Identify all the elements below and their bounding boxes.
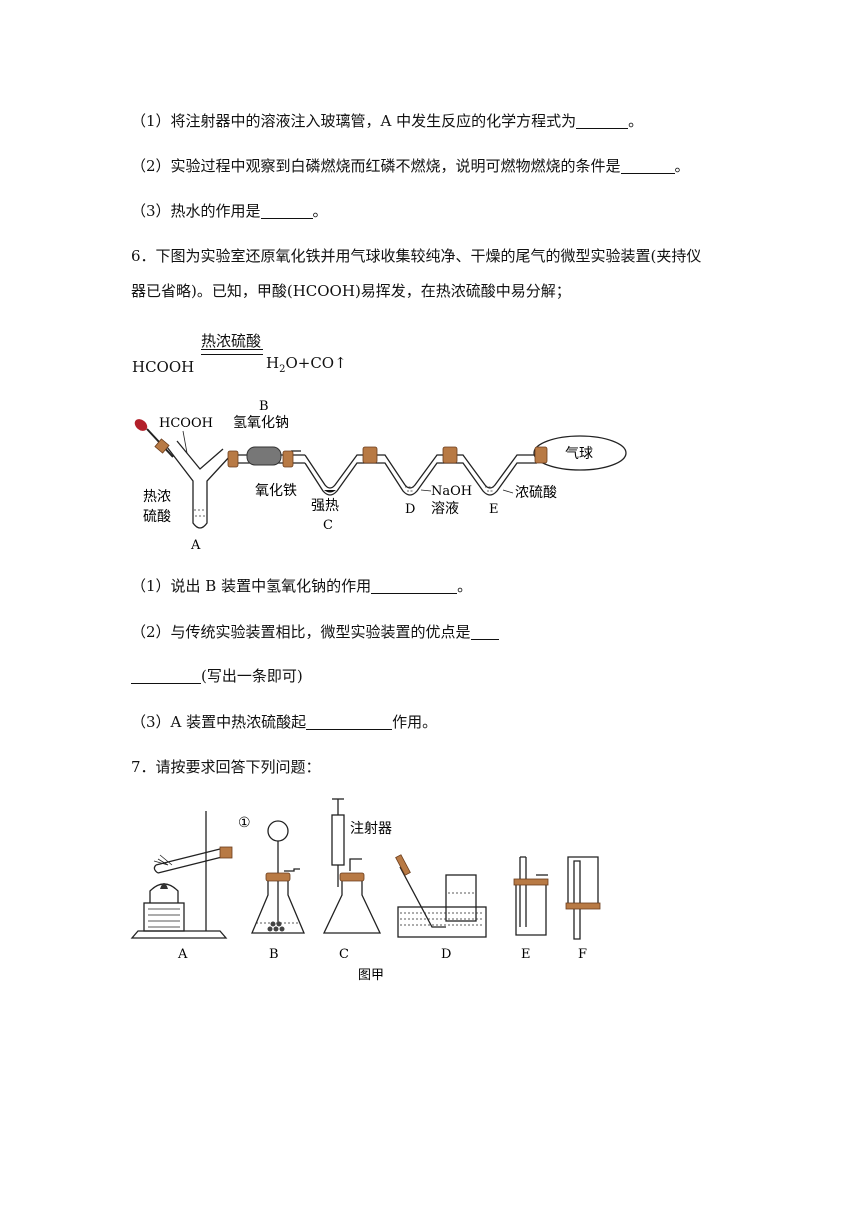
q6-stem-line1: 6．下图为实验室还原氧化铁并用气球收集较纯净、干燥的尾气的微型实验装置(夹持仪 bbox=[131, 247, 702, 265]
zigzag-bottom bbox=[304, 462, 537, 496]
fig7-letter-e: E bbox=[521, 947, 531, 962]
stoppers bbox=[265, 854, 601, 910]
eq-product-h: H bbox=[266, 354, 280, 372]
flask-b bbox=[251, 875, 305, 934]
q6-sub2-cont-text: (写出一条即可) bbox=[201, 667, 303, 685]
flask-c bbox=[322, 875, 382, 934]
eq-condition: 热浓硫酸 bbox=[201, 332, 262, 350]
fig7-letter-a: A bbox=[177, 947, 188, 962]
q6-sub2: （2）与传统实验装置相比，微型实验装置的优点是 bbox=[131, 621, 499, 643]
fig6-b-letter: B bbox=[259, 399, 269, 414]
rubber-joints bbox=[227, 446, 548, 468]
fig7-letter-c: C bbox=[339, 947, 349, 962]
q6-sub1: （1）说出 B 装置中氢氧化钠的作用 。 bbox=[131, 575, 472, 597]
balloon-shape bbox=[533, 435, 627, 471]
test-tube-a bbox=[155, 848, 223, 874]
fig6-hcooh-label: HCOOH bbox=[159, 416, 213, 431]
eq-reactant: HCOOH bbox=[132, 358, 195, 376]
syringe-label: 注射器 bbox=[350, 821, 392, 837]
fig7-letter-b: B bbox=[269, 947, 279, 962]
q5-sub3: （3）热水的作用是 。 bbox=[131, 200, 328, 222]
dropper-bulb bbox=[134, 419, 148, 431]
apparatus-set-figure: ① 注射器 A B C D E F 图甲 bbox=[130, 798, 601, 983]
stand-base bbox=[130, 930, 228, 939]
fig6-b-label: 氢氧化钠 bbox=[233, 415, 289, 431]
fig7-letter-d: D bbox=[441, 947, 451, 962]
solid-beads bbox=[267, 921, 285, 932]
q6-sub2-text: （2）与传统实验装置相比，微型实验装置的优点是 bbox=[131, 623, 471, 641]
fig6-heat-label: 强热 bbox=[311, 498, 339, 514]
fig6-balloon-label: 气球 bbox=[565, 446, 593, 462]
micro-apparatus-figure: HCOOH B 氢氧化钠 热浓 硫酸 A 氧化铁 强热 C NaOH 溶液 D … bbox=[134, 399, 627, 553]
flame bbox=[160, 883, 168, 889]
q6-sub3: （3）A 装置中热浓硫酸起 作用。 bbox=[131, 711, 437, 733]
zigzag-top bbox=[304, 454, 537, 489]
fig6-a-label-2: 硫酸 bbox=[143, 509, 171, 525]
circle-one-label: ① bbox=[238, 815, 251, 831]
eq-product-sub: 2 bbox=[279, 364, 286, 375]
iron-oxide-mark bbox=[324, 490, 336, 493]
q5-sub3-blank[interactable] bbox=[260, 202, 313, 219]
q5-sub1-text: （1）将注射器中的溶液注入玻璃管，A 中发生反应的化学方程式为 bbox=[131, 112, 577, 130]
q5-sub1-end: 。 bbox=[628, 112, 644, 130]
gas-jar-d bbox=[445, 874, 477, 922]
q6-sub1-text: （1）说出 B 装置中氢氧化钠的作用 bbox=[131, 577, 372, 595]
fig6-e-label: 浓硫酸 bbox=[515, 485, 557, 501]
q6-sub3-end: 作用。 bbox=[392, 713, 438, 731]
q6-sub2-cont: (写出一条即可) bbox=[131, 665, 303, 687]
fig7-letter-f: F bbox=[578, 947, 587, 962]
fig6-fe-label: 氧化铁 bbox=[255, 483, 297, 499]
y-tube-inner bbox=[176, 440, 224, 470]
fig6-d-letter: D bbox=[405, 502, 415, 517]
q5-sub3-end: 。 bbox=[312, 202, 328, 220]
q6-sub3-text: （3）A 装置中热浓硫酸起 bbox=[131, 713, 307, 731]
y-tube-outer bbox=[166, 446, 232, 529]
q6-sub2-blank-b[interactable] bbox=[131, 667, 201, 684]
naoh-cylinder bbox=[246, 446, 282, 466]
q5-sub2: （2）实验过程中观察到白磷燃烧而红磷不燃烧，说明可燃物燃烧的条件是 。 bbox=[131, 155, 690, 177]
q5-sub2-blank[interactable] bbox=[620, 157, 675, 174]
fig6-naoh-1: NaOH bbox=[431, 484, 472, 499]
eq-product: H2O+CO↑ bbox=[266, 354, 347, 375]
q5-sub1-blank[interactable] bbox=[576, 112, 629, 129]
eq-arrow-lines bbox=[201, 349, 263, 355]
fig6-naoh-2: 溶液 bbox=[431, 501, 459, 517]
q5-sub1: （1）将注射器中的溶液注入玻璃管，A 中发生反应的化学方程式为 。 bbox=[131, 110, 643, 132]
syringe-barrel bbox=[331, 814, 345, 866]
fig6-a-label-1: 热浓 bbox=[143, 489, 171, 505]
fig6-e-letter: E bbox=[489, 502, 499, 517]
eq-product-rest: O+CO↑ bbox=[285, 354, 347, 372]
fig6-a-letter: A bbox=[190, 538, 201, 553]
bottle-f bbox=[567, 856, 599, 906]
q5-sub2-end: 。 bbox=[674, 157, 690, 175]
wood-block bbox=[143, 902, 185, 932]
q6-sub2-blank-a[interactable] bbox=[470, 623, 499, 640]
fig6-c-letter: C bbox=[323, 518, 333, 533]
fig7-caption: 图甲 bbox=[358, 968, 384, 983]
q7-stem: 7．请按要求回答下列问题： bbox=[131, 758, 321, 776]
water-trough bbox=[397, 906, 487, 938]
q5-sub3-text: （3）热水的作用是 bbox=[131, 202, 261, 220]
q6-sub1-end: 。 bbox=[457, 577, 473, 595]
q6-sub3-blank[interactable] bbox=[306, 713, 393, 730]
q6-stem-line2: 器已省略)。已知，甲酸(HCOOH)易挥发，在热浓硫酸中易分解； bbox=[131, 282, 571, 300]
q5-sub2-text: （2）实验过程中观察到白磷燃烧而红磷不燃烧，说明可燃物燃烧的条件是 bbox=[131, 157, 621, 175]
q6-sub1-blank[interactable] bbox=[371, 577, 458, 594]
separatory-funnel bbox=[267, 820, 289, 842]
